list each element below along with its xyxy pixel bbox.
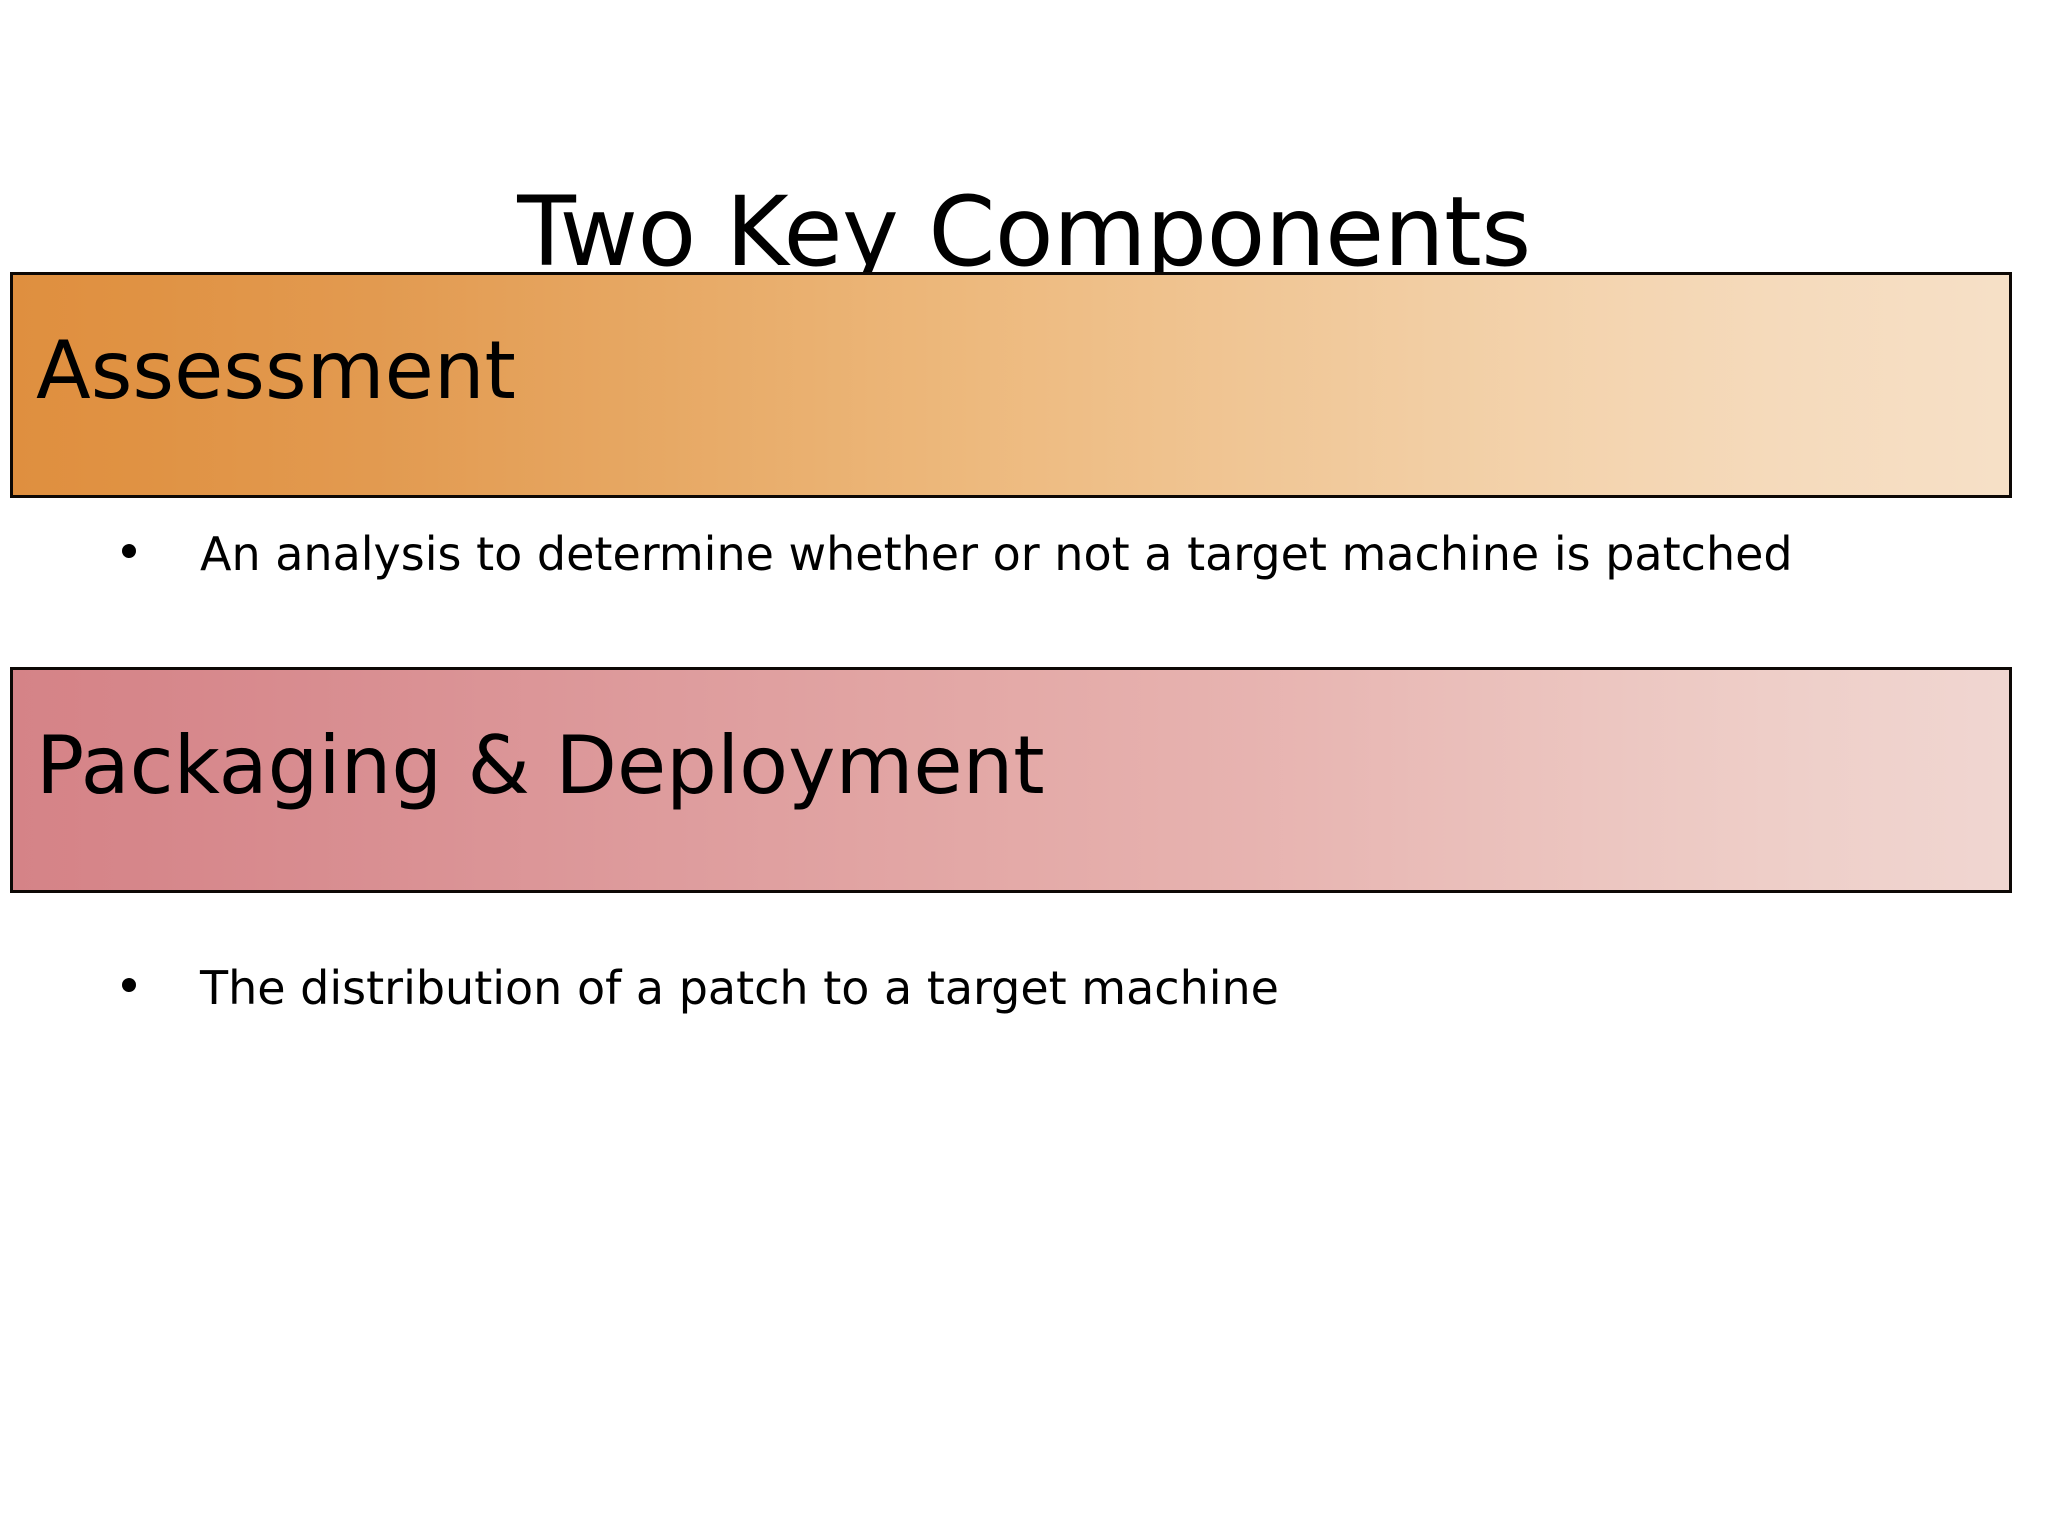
bullet-item-assessment: An analysis to determine whether or not … <box>0 528 2048 590</box>
section-banner-assessment: Assessment <box>10 272 2012 498</box>
bullet-text-assessment: An analysis to determine whether or not … <box>200 527 1793 581</box>
banner-label-assessment: Assessment <box>36 324 516 417</box>
bullet-item-packaging-deployment: The distribution of a patch to a target … <box>0 962 2048 1024</box>
page-title: Two Key Components <box>517 176 1531 289</box>
bullet-text-packaging-deployment: The distribution of a patch to a target … <box>200 961 1279 1015</box>
banner-label-packaging-deployment: Packaging & Deployment <box>36 719 1045 812</box>
bullet-dot-icon <box>122 978 136 992</box>
bullet-dot-icon <box>122 544 136 558</box>
section-banner-packaging-deployment: Packaging & Deployment <box>10 667 2012 893</box>
